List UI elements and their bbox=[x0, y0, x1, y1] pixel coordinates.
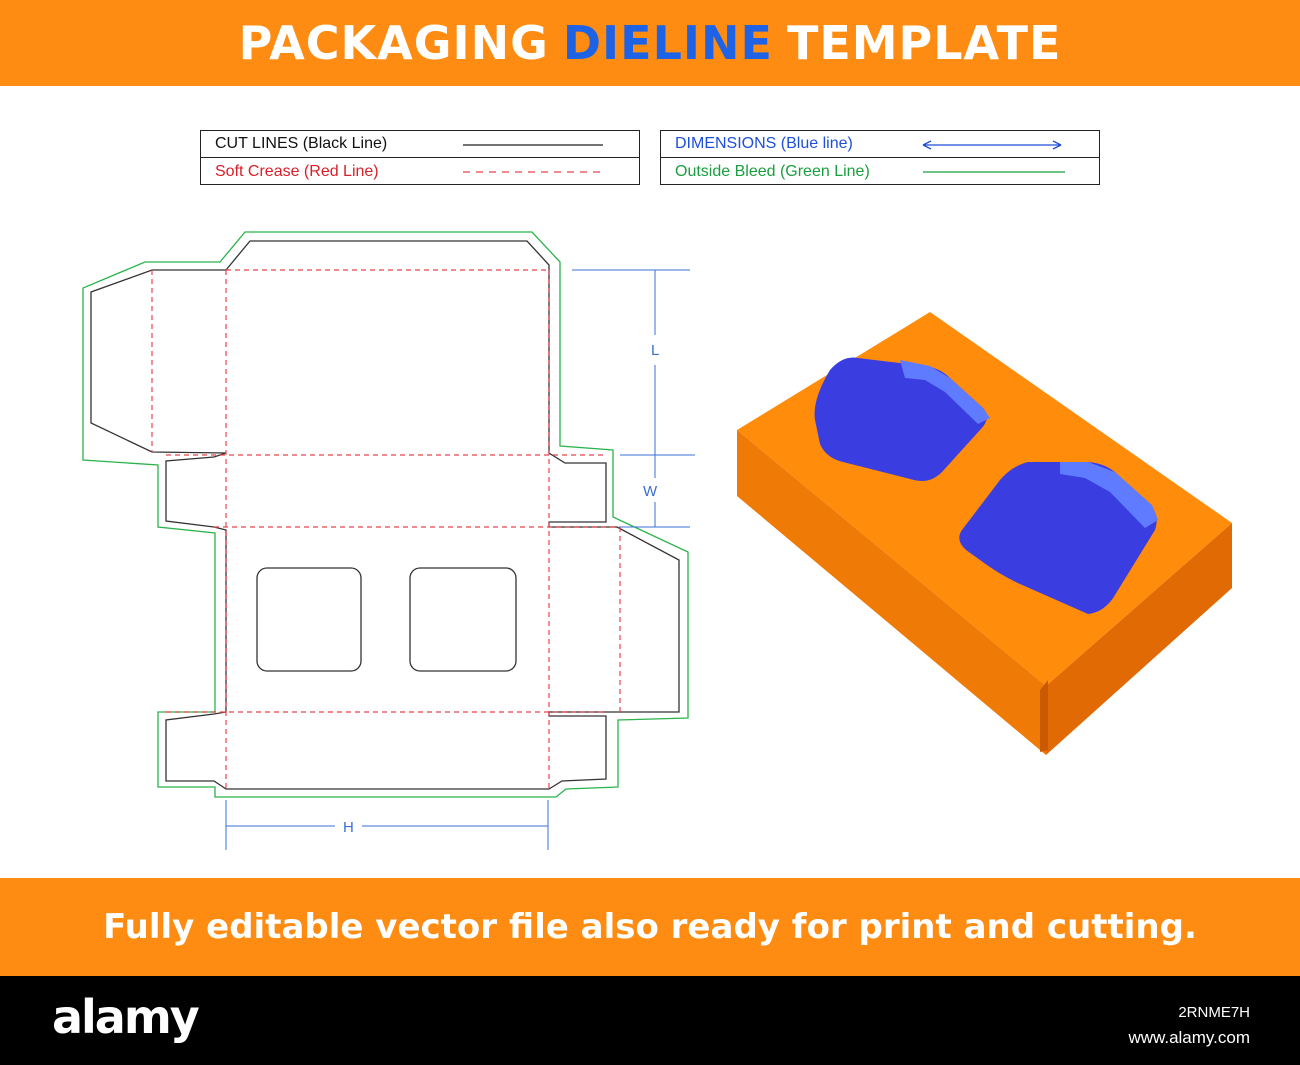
crease-lines bbox=[151, 269, 621, 789]
dimension-line-sample bbox=[922, 140, 1062, 150]
window-1-inner-wall bbox=[900, 360, 990, 424]
title-part2: TEMPLATE bbox=[786, 16, 1062, 70]
box-front-face bbox=[737, 430, 1046, 755]
footer-bar: alamy 2RNME7H www.alamy.com bbox=[0, 976, 1300, 1065]
cut-line-sample bbox=[463, 144, 603, 146]
legend-row-dimensions: DIMENSIONS (Blue line) bbox=[661, 131, 1099, 158]
dimension-lines bbox=[225, 269, 695, 850]
footer-banner-text: Fully editable vector file also ready fo… bbox=[103, 907, 1197, 947]
legend-row-bleed: Outside Bleed (Green Line) bbox=[661, 158, 1099, 185]
dimension-label-l: L bbox=[651, 342, 659, 359]
legend-cut-label: CUT LINES (Black Line) bbox=[215, 135, 388, 152]
dimension-label-w: W bbox=[643, 483, 658, 500]
legend-row-crease: Soft Crease (Red Line) bbox=[201, 158, 639, 185]
cut-outline bbox=[90, 240, 680, 790]
alamy-logo: alamy bbox=[52, 990, 200, 1044]
bleed-outline bbox=[82, 231, 689, 798]
legend-right: DIMENSIONS (Blue line) Outside Bleed (Gr… bbox=[660, 130, 1100, 185]
image-info: 2RNME7H www.alamy.com bbox=[1128, 1000, 1250, 1050]
legend-crease-label: Soft Crease (Red Line) bbox=[215, 162, 379, 180]
box-side-face bbox=[1046, 523, 1232, 755]
window-left bbox=[256, 567, 362, 672]
legend-bleed-label: Outside Bleed (Green Line) bbox=[675, 162, 870, 180]
box-window-2 bbox=[959, 462, 1157, 614]
title-accent: DIELINE bbox=[562, 16, 773, 70]
legend-row-cut: CUT LINES (Black Line) bbox=[201, 131, 639, 158]
dieline-drawing: L W H bbox=[82, 231, 695, 850]
box-3d-mockup bbox=[737, 312, 1232, 755]
legend-dimensions-label: DIMENSIONS (Blue line) bbox=[675, 135, 853, 152]
title-banner: PACKAGING DIELINE TEMPLATE bbox=[0, 0, 1300, 86]
bleed-line-sample bbox=[923, 171, 1065, 173]
window-right bbox=[409, 567, 517, 672]
footer-banner: Fully editable vector file also ready fo… bbox=[0, 878, 1300, 976]
crease-line-sample bbox=[463, 171, 603, 173]
site-url: www.alamy.com bbox=[1128, 1028, 1250, 1047]
title-part1: PACKAGING bbox=[238, 16, 549, 70]
box-edge-detail bbox=[1040, 680, 1048, 752]
window-2-inner-wall bbox=[1060, 462, 1158, 528]
legend-left: CUT LINES (Black Line) Soft Crease (Red … bbox=[200, 130, 640, 185]
image-id: 2RNME7H bbox=[1178, 1004, 1250, 1021]
dimension-label-h: H bbox=[343, 819, 354, 836]
